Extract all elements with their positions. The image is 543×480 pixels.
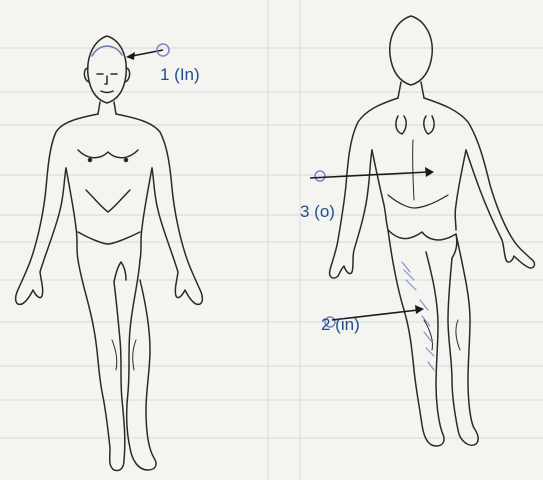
human-body-front-icon — [16, 36, 203, 471]
front-left-leg — [78, 260, 125, 471]
back-head — [390, 16, 433, 85]
front-left-arm — [16, 114, 98, 304]
back-knee-right — [456, 320, 460, 350]
human-body-back-icon — [330, 16, 535, 446]
back-buttocks — [388, 230, 457, 258]
annotation-3-marker — [310, 167, 434, 181]
back-torso-left — [372, 150, 388, 230]
front-torso-right — [140, 168, 152, 260]
back-spine — [413, 140, 414, 200]
front-torso-left — [66, 168, 78, 260]
front-right-arm — [116, 114, 202, 304]
back-right-leg — [448, 234, 478, 445]
front-mouth — [101, 91, 113, 93]
annotation-1-marker — [126, 44, 169, 60]
front-neck — [98, 102, 116, 114]
front-nose — [105, 76, 107, 84]
annotation-2-label: 2 (in) — [321, 316, 360, 333]
back-leg-shading — [402, 262, 434, 370]
annotation-3-label: 3 (o) — [300, 203, 335, 220]
annotation-1-label: 1 (In) — [160, 66, 200, 83]
front-chest — [78, 150, 138, 158]
back-torso-right — [455, 150, 466, 230]
front-crotch — [114, 262, 126, 282]
back-waist — [388, 195, 448, 208]
front-abdomen — [86, 190, 130, 212]
back-left-leg — [388, 230, 444, 446]
